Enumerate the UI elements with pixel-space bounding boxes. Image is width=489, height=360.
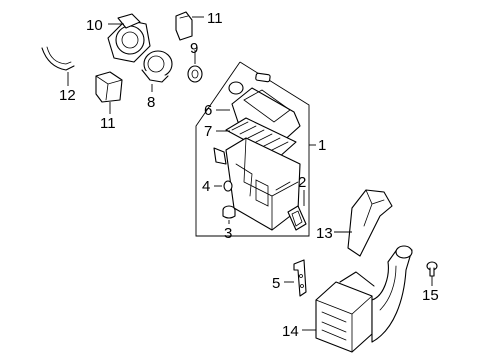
vent-hose: [41, 46, 75, 71]
mass-air-flow-sensor: [107, 13, 151, 63]
callout-10: 10: [86, 17, 103, 34]
callout-11-top: 11: [207, 10, 223, 27]
callout-14: 14: [282, 323, 299, 340]
grommet: [187, 65, 203, 83]
lower-housing: [213, 137, 301, 231]
push-clip: [426, 261, 438, 277]
bracket-block: [95, 71, 123, 103]
intake-adapter: [141, 50, 173, 83]
callout-9: 9: [190, 40, 198, 57]
resonator-assembly: [315, 245, 413, 353]
intake-duct: [347, 189, 393, 257]
small-grommet: [223, 180, 233, 192]
callout-12: 12: [59, 87, 76, 104]
callout-5: 5: [272, 275, 280, 292]
callout-11-lower: 11: [100, 115, 116, 132]
callout-7: 7: [204, 123, 212, 140]
mount-insulator: [222, 205, 236, 219]
callout-3: 3: [224, 225, 232, 242]
leader-lines: [67, 16, 433, 331]
callout-2: 2: [298, 174, 306, 191]
air-cleaner-assembly-frame: [195, 61, 310, 237]
callout-8: 8: [147, 94, 155, 111]
callout-15: 15: [422, 287, 439, 304]
air-cleaner-cover: [228, 72, 301, 145]
mounting-bracket: [293, 259, 307, 297]
seal-gasket: [287, 205, 307, 231]
callout-1: 1: [318, 137, 326, 154]
callout-6: 6: [204, 102, 212, 119]
callout-labels: 1 2 3 4 5 6 7 8 9 10 11 11 12 13 14 15: [59, 10, 439, 340]
callout-13: 13: [316, 225, 333, 242]
callout-4: 4: [202, 178, 210, 195]
clip-top: [175, 11, 193, 41]
